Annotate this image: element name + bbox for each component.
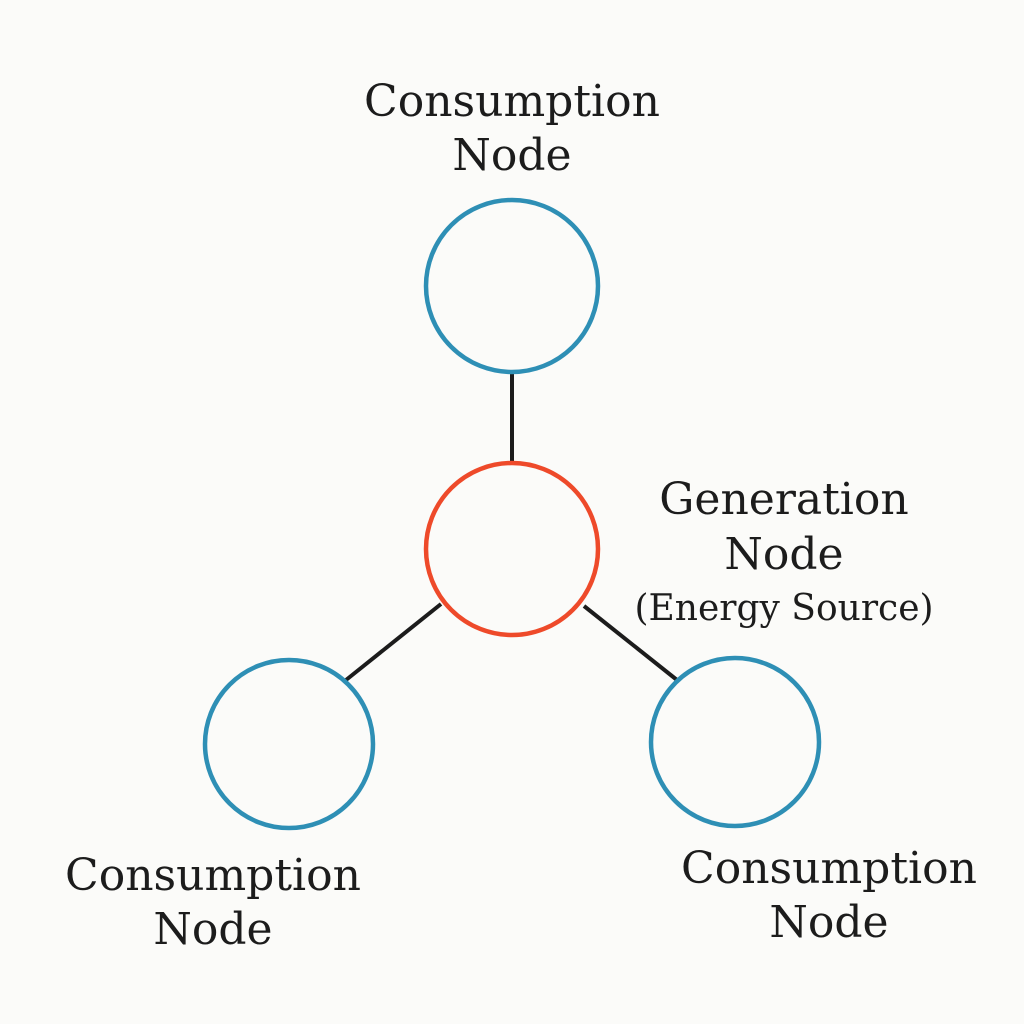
generation-label-line3: (Energy Source) bbox=[634, 588, 933, 629]
top-consumption-label-line2: Node bbox=[452, 130, 571, 181]
left-consumption-label-line2: Node bbox=[153, 904, 272, 955]
left-consumption-node bbox=[202, 657, 376, 831]
top-consumption-label-line1: Consumption bbox=[364, 76, 660, 127]
connector-generation-to-right bbox=[582, 604, 679, 682]
generation-label-line2: Node bbox=[724, 529, 843, 580]
generation-node bbox=[423, 460, 601, 638]
top-consumption-node bbox=[423, 197, 601, 375]
left-consumption-label-line1: Consumption bbox=[65, 850, 361, 901]
generation-label-line1: Generation bbox=[659, 474, 908, 525]
right-consumption-node bbox=[648, 655, 822, 829]
right-consumption-label-line2: Node bbox=[769, 897, 888, 948]
right-consumption-label-line1: Consumption bbox=[681, 843, 977, 894]
connector-generation-to-left bbox=[344, 602, 443, 682]
